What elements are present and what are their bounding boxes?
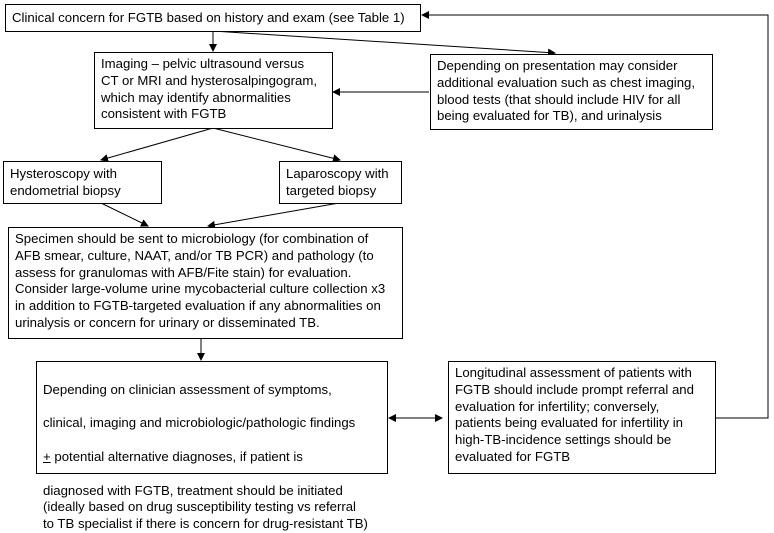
treatment-text-line2: clinical, imaging and microbiologic/path…: [43, 415, 356, 431]
imaging-box: Imaging – pelvic ultrasound versus CT or…: [94, 52, 333, 129]
treatment-text-rest: diagnosed with FGTB, treatment should be…: [43, 482, 368, 532]
additional-evaluation-box: Depending on presentation may consider a…: [430, 54, 713, 130]
arrow-laparoscopy-to-specimen: [207, 202, 340, 229]
connector-arrows: [100, 11, 769, 422]
arrow-concern-to-additional: [212, 30, 556, 57]
specimen-box: Specimen should be sent to microbiology …: [8, 227, 403, 339]
arrow-imaging-to-hysteroscopy: [100, 127, 214, 162]
hysteroscopy-box: Hysteroscopy with endometrial biopsy: [3, 161, 162, 204]
treatment-text-line1: Depending on clinician assessment of sym…: [43, 381, 332, 397]
arrow-longitudinal-loop-to-concern: [421, 11, 769, 419]
longitudinal-assessment-box: Longitudinal assessment of patients with…: [448, 361, 716, 474]
treatment-box: Depending on clinician assessment of sym…: [36, 361, 388, 531]
treatment-text-line3: potential alternative diagnoses, if pati…: [50, 448, 303, 464]
arrow-hysteroscopy-to-specimen: [100, 202, 149, 227]
plus-minus-symbol: +: [43, 448, 51, 464]
arrow-imaging-to-laparoscopy: [212, 127, 341, 163]
clinical-concern-box: Clinical concern for FGTB based on histo…: [5, 4, 421, 32]
laparoscopy-box: Laparoscopy with targeted biopsy: [279, 161, 402, 204]
